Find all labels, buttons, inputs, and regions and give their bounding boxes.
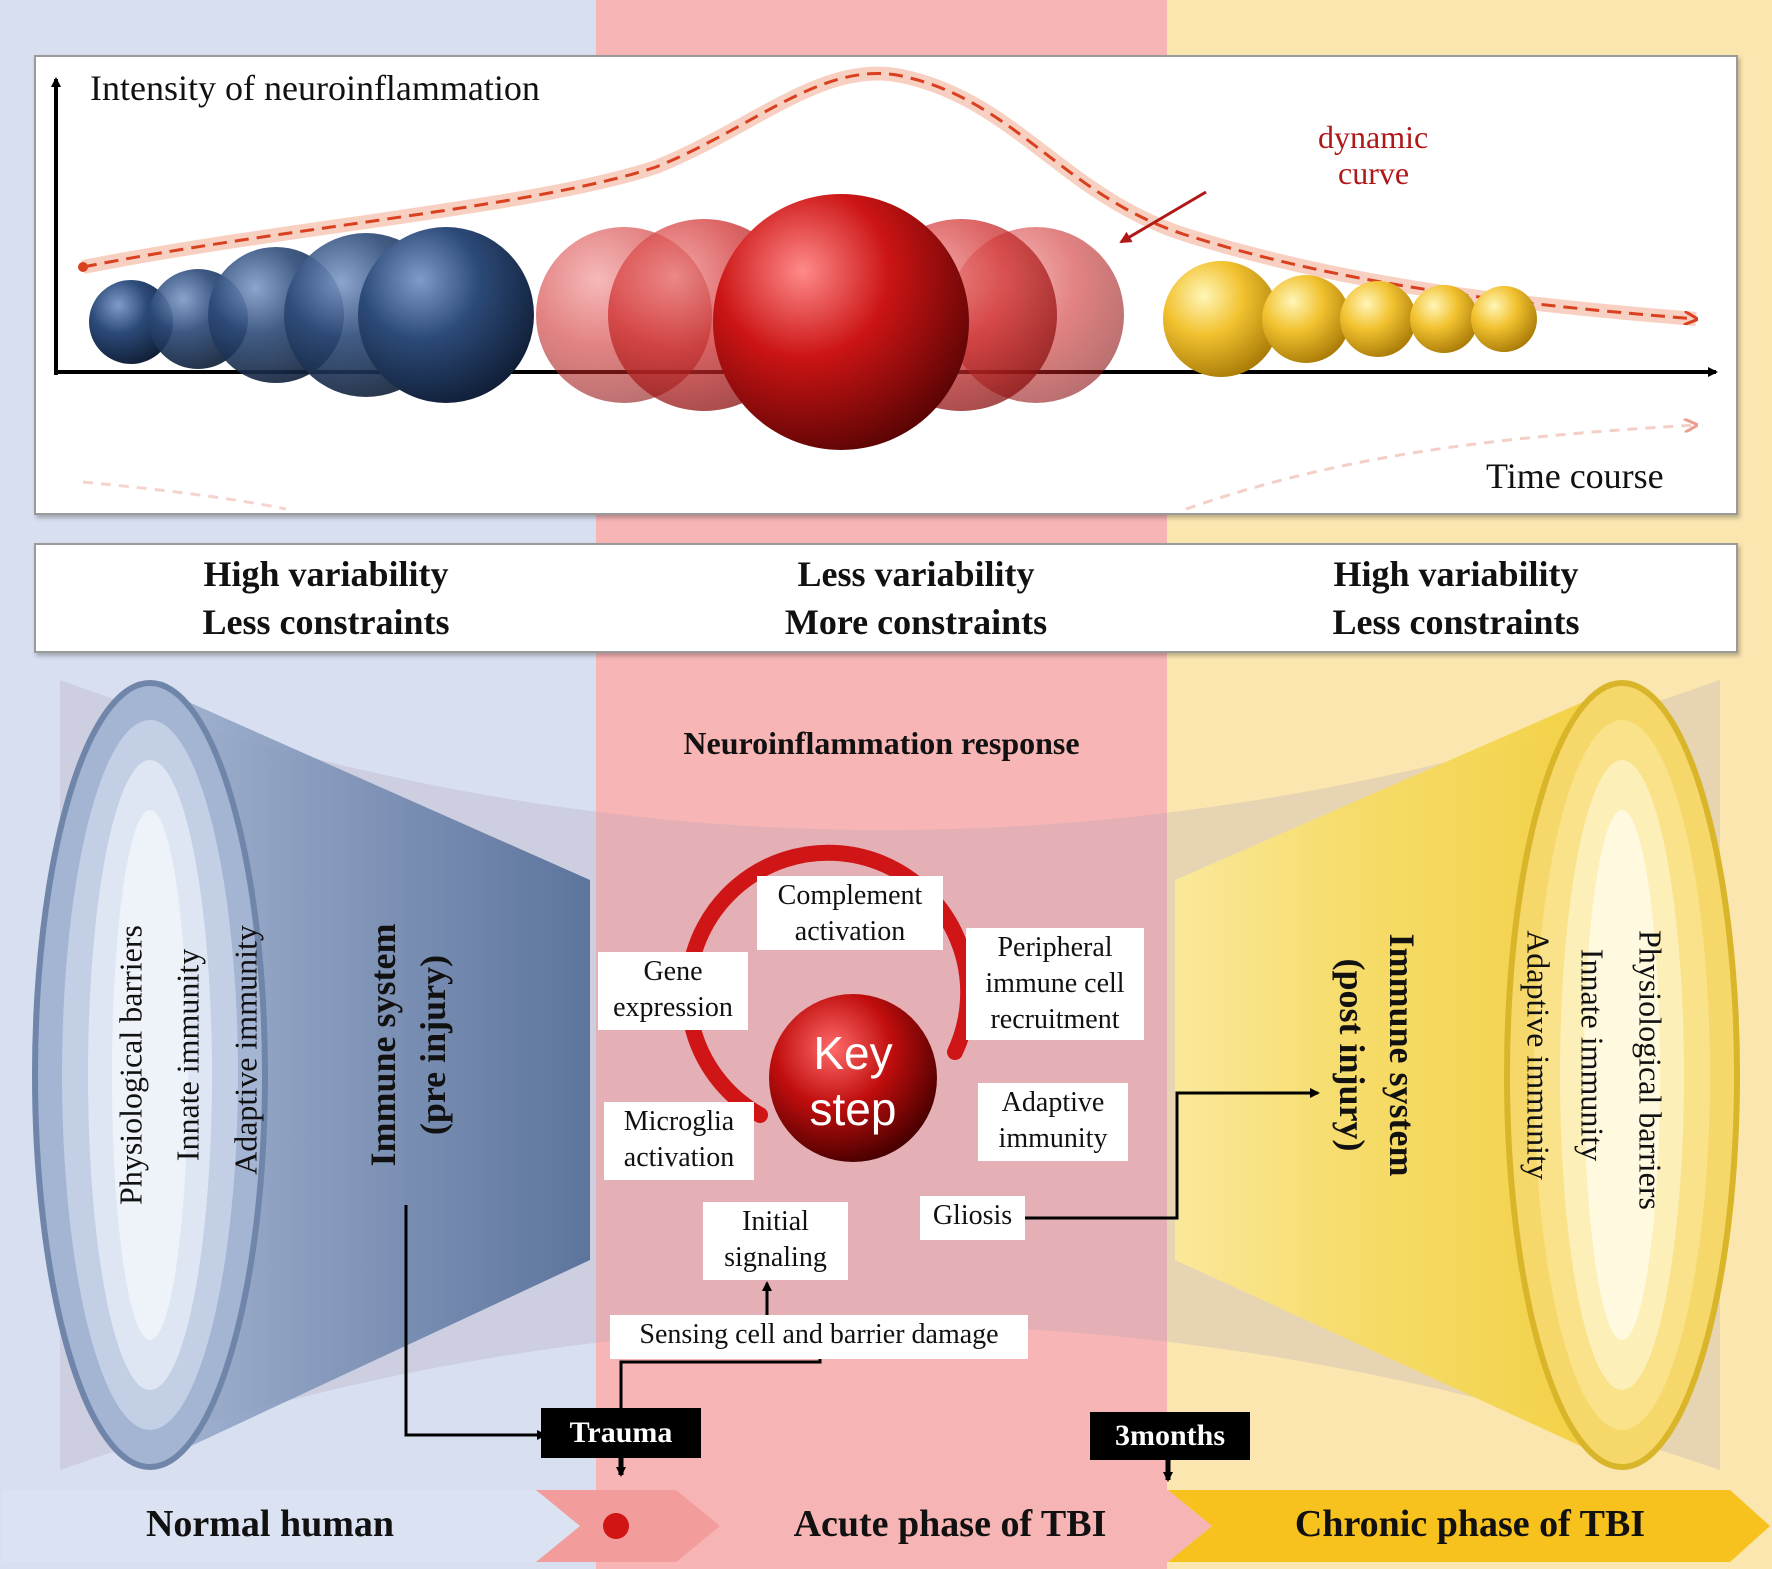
left-funnel-title-line2: (pre injury) xyxy=(413,954,453,1136)
cycle-arrow-ring xyxy=(680,844,977,1123)
right-layer-adaptive: Adaptive immunity xyxy=(1520,930,1557,1180)
curve-reflection-left xyxy=(82,480,287,511)
variability-acute-line1: Less variability xyxy=(797,554,1035,594)
chronic-phase-arrow xyxy=(1168,1490,1770,1562)
peripheral-line2: immune cell xyxy=(985,968,1125,999)
acute-phase-arrow xyxy=(536,1490,1212,1562)
variability-chronic-line2: Less constraints xyxy=(1332,602,1580,642)
curve-start-dot xyxy=(78,262,88,272)
initial-line1: Initial xyxy=(742,1206,809,1237)
variability-normal-line2: Less constraints xyxy=(202,602,450,642)
y-axis-label: Intensity of neuroinflammation xyxy=(90,68,540,108)
right-layer-innate: Innate immunity xyxy=(1574,948,1611,1162)
left-layer-barriers: Physiological barriers xyxy=(112,925,149,1205)
curve-label-line1: dynamic xyxy=(1318,119,1429,155)
gold-sphere-1 xyxy=(1163,261,1279,377)
gold-sphere-4 xyxy=(1410,285,1478,353)
curve-reflection-right xyxy=(1185,425,1696,511)
key-step-line2: step xyxy=(809,1083,897,1135)
red-sphere-main xyxy=(713,194,969,450)
initial-signaling-box: Initial signaling xyxy=(703,1202,848,1280)
left-funnel-cone xyxy=(150,685,590,1465)
phase-acute: Acute phase of TBI xyxy=(793,1503,1107,1545)
gliosis-to-post-injury-arrow xyxy=(1025,1088,1320,1220)
normal-phase-arrow xyxy=(2,1490,580,1562)
sensing-damage-box: Sensing cell and barrier damage xyxy=(610,1315,1028,1359)
variability-normal-line1: High variability xyxy=(203,554,449,594)
right-layer-barriers: Physiological barriers xyxy=(1632,930,1669,1210)
peripheral-line3: recruitment xyxy=(990,1004,1120,1035)
neuroinflammation-chart-panel: Intensity of neuroinflammation Time cour… xyxy=(34,55,1738,515)
gliosis-box: Gliosis xyxy=(920,1196,1025,1240)
left-layer-adaptive: Adaptive immunity xyxy=(227,925,264,1175)
left-funnel-layer-3 xyxy=(112,810,188,1340)
peripheral-recruitment-box: Peripheral immune cell recruitment xyxy=(966,928,1144,1040)
pre-injury-to-trauma-arrow xyxy=(404,1205,547,1440)
gene-line2: expression xyxy=(613,992,733,1023)
curve-label-line2: curve xyxy=(1338,155,1410,191)
sensing-label: Sensing cell and barrier damage xyxy=(639,1319,999,1350)
right-funnel-layer-3 xyxy=(1584,810,1660,1340)
variability-panel: High variability Less constraints Less v… xyxy=(34,543,1738,653)
initial-line2: signaling xyxy=(724,1242,827,1273)
variability-acute: Less variability More constraints xyxy=(636,550,1196,646)
complement-line1: Complement xyxy=(777,880,923,911)
adaptive-line2: immunity xyxy=(998,1123,1108,1154)
navy-sphere-5 xyxy=(358,227,534,403)
gene-line1: Gene xyxy=(643,956,703,987)
variability-normal: High variability Less constraints xyxy=(76,550,576,646)
trauma-dot xyxy=(603,1513,629,1539)
phase-normal: Normal human xyxy=(145,1503,395,1545)
complement-activation-box: Complement activation xyxy=(757,876,943,950)
microglia-line2: activation xyxy=(623,1142,735,1173)
gliosis-label: Gliosis xyxy=(932,1200,1013,1231)
curve-label-pointer xyxy=(1119,190,1207,244)
gold-sphere-2 xyxy=(1262,275,1350,363)
peripheral-line1: Peripheral xyxy=(997,932,1113,963)
months-label: 3months xyxy=(1090,1412,1250,1460)
gene-expression-box: Gene expression xyxy=(598,952,748,1030)
dynamic-curve-dashed xyxy=(82,72,1696,319)
response-title: Neuroinflammation response xyxy=(683,725,1080,761)
microglia-activation-box: Microglia activation xyxy=(604,1102,754,1180)
gold-sphere-3 xyxy=(1340,281,1416,357)
adaptive-line1: Adaptive xyxy=(1001,1087,1105,1118)
right-funnel-title-line2: (post injury) xyxy=(1332,958,1372,1152)
right-funnel-title-line1: Immune system xyxy=(1382,933,1422,1177)
phase-chronic: Chronic phase of TBI xyxy=(1294,1503,1646,1545)
variability-chronic: High variability Less constraints xyxy=(1196,550,1716,646)
left-layer-innate: Innate immunity xyxy=(169,948,206,1162)
trauma-label: Trauma xyxy=(541,1408,701,1458)
key-step-sphere xyxy=(769,994,937,1162)
right-funnel-cone xyxy=(1175,685,1622,1465)
key-step-label: Key step xyxy=(773,1025,933,1137)
chart-svg xyxy=(51,66,1718,511)
variability-chronic-line1: High variability xyxy=(1333,554,1579,594)
left-funnel-title-line1: Immune system xyxy=(363,923,403,1167)
adaptive-immunity-box: Adaptive immunity xyxy=(978,1083,1128,1161)
complement-line2: activation xyxy=(794,916,906,947)
microglia-line1: Microglia xyxy=(623,1106,735,1137)
key-step-line1: Key xyxy=(813,1027,893,1079)
variability-acute-line2: More constraints xyxy=(784,602,1048,642)
gold-sphere-5 xyxy=(1471,286,1537,352)
x-axis-label: Time course xyxy=(1486,456,1664,496)
